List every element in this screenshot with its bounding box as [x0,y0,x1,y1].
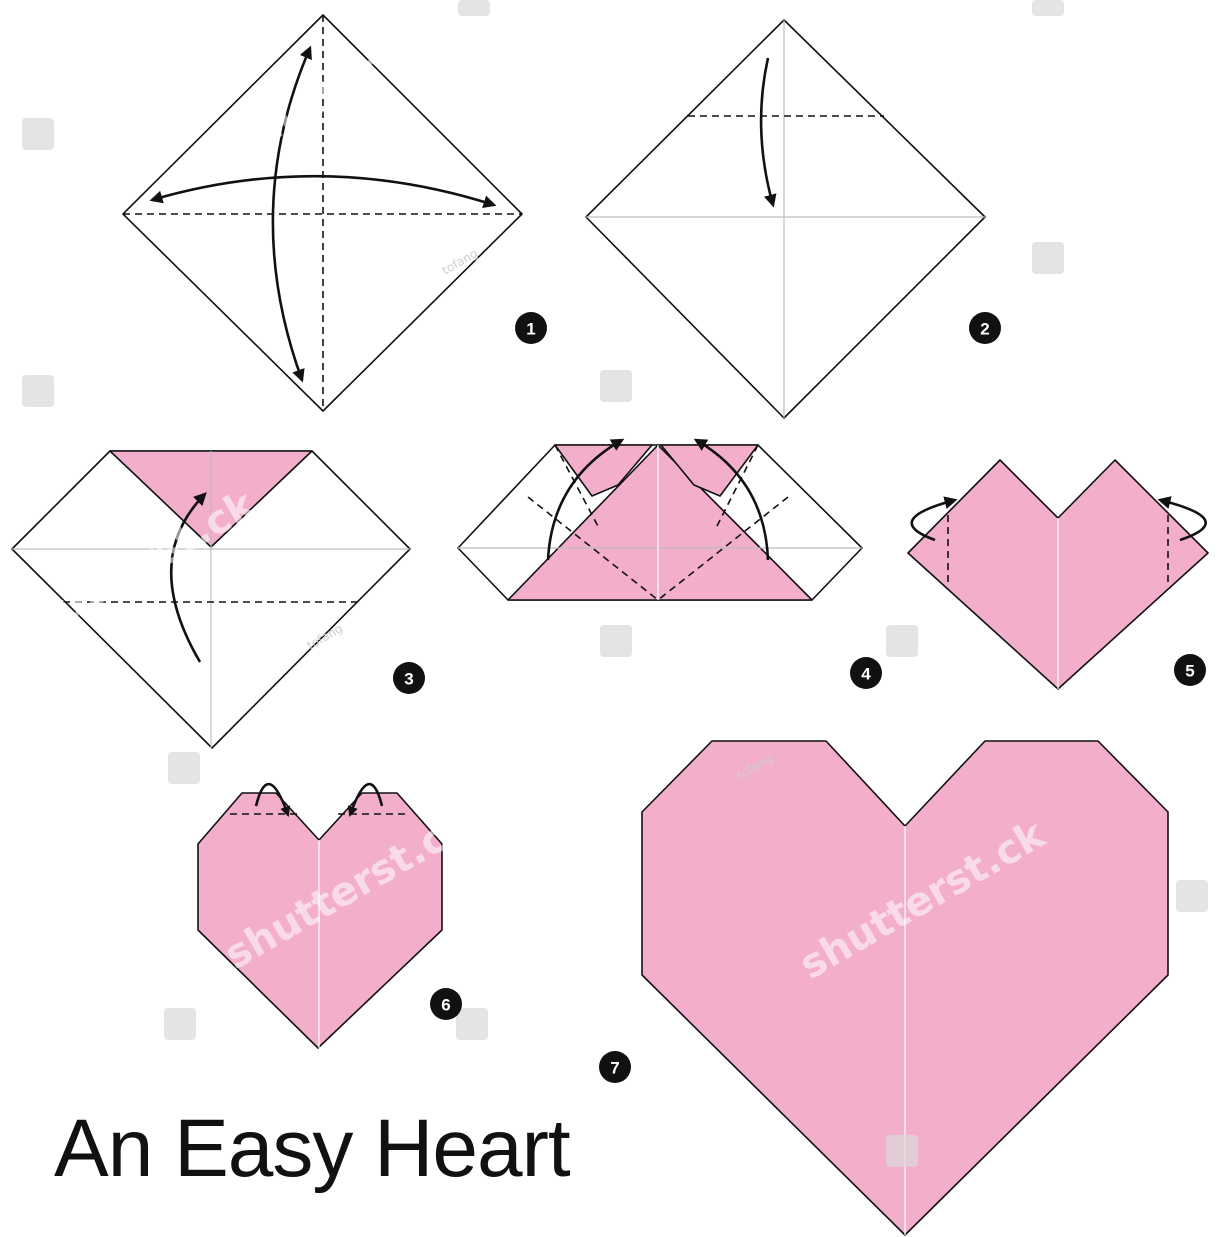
step-badge-4: 4 [850,657,882,689]
step-badge-6: 6 [430,988,462,1020]
step-number: 6 [441,996,450,1015]
step-number: 1 [526,320,535,339]
step-4-diagram [458,440,862,600]
step-badge-1: 1 [515,312,547,344]
step-badge-5: 5 [1174,654,1206,686]
step-badge-2: 2 [969,312,1001,344]
step-number: 7 [610,1059,619,1078]
step-badge-3: 3 [393,662,425,694]
step-number: 2 [980,320,989,339]
svg-text:shutterstock: shutterstock [1082,25,1225,209]
diagram-title: An Easy Heart [54,1108,570,1190]
step-number: 4 [861,665,871,684]
step-number: 5 [1185,662,1194,681]
step-badge-7: 7 [599,1051,631,1083]
step-number: 3 [404,670,413,689]
